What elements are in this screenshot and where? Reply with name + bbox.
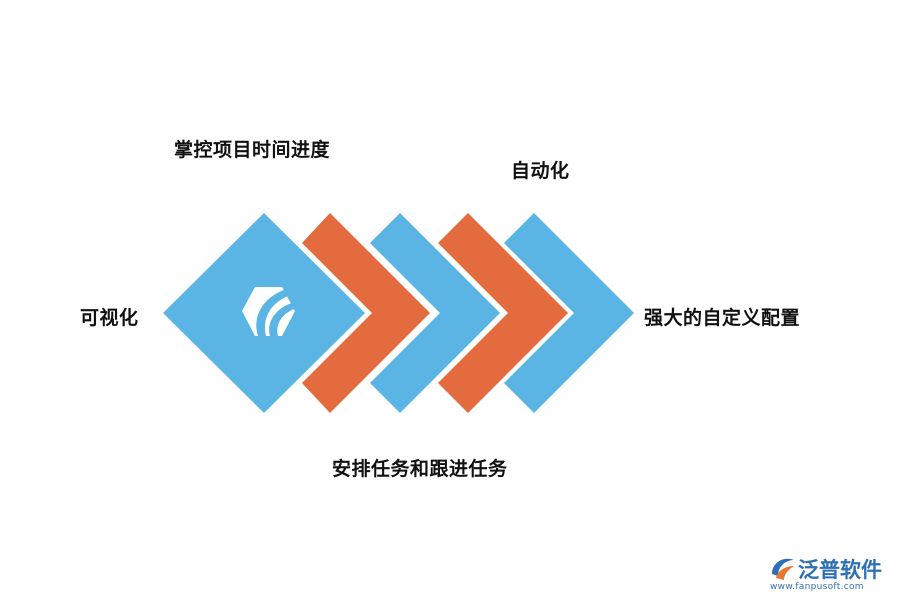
- brand-name: 泛普软件: [798, 558, 882, 582]
- chevron-4: [504, 213, 634, 413]
- label-visualization: 可视化: [80, 307, 139, 329]
- label-schedule-control: 掌控项目时间进度: [174, 139, 331, 161]
- chevron-2: [370, 213, 500, 413]
- fanpu-logo-icon: [242, 287, 295, 336]
- label-automation: 自动化: [511, 160, 570, 182]
- chevron-1: [302, 213, 430, 413]
- brand-watermark: 泛普软件 www.fanpusoft.com: [768, 554, 894, 594]
- brand-url: www.fanpusoft.com: [770, 582, 864, 592]
- label-task-tracking: 安排任务和跟进任务: [332, 458, 508, 480]
- chevron-3: [438, 213, 568, 413]
- label-custom-config: 强大的自定义配置: [644, 307, 801, 329]
- fanpu-brand-icon: [772, 558, 794, 580]
